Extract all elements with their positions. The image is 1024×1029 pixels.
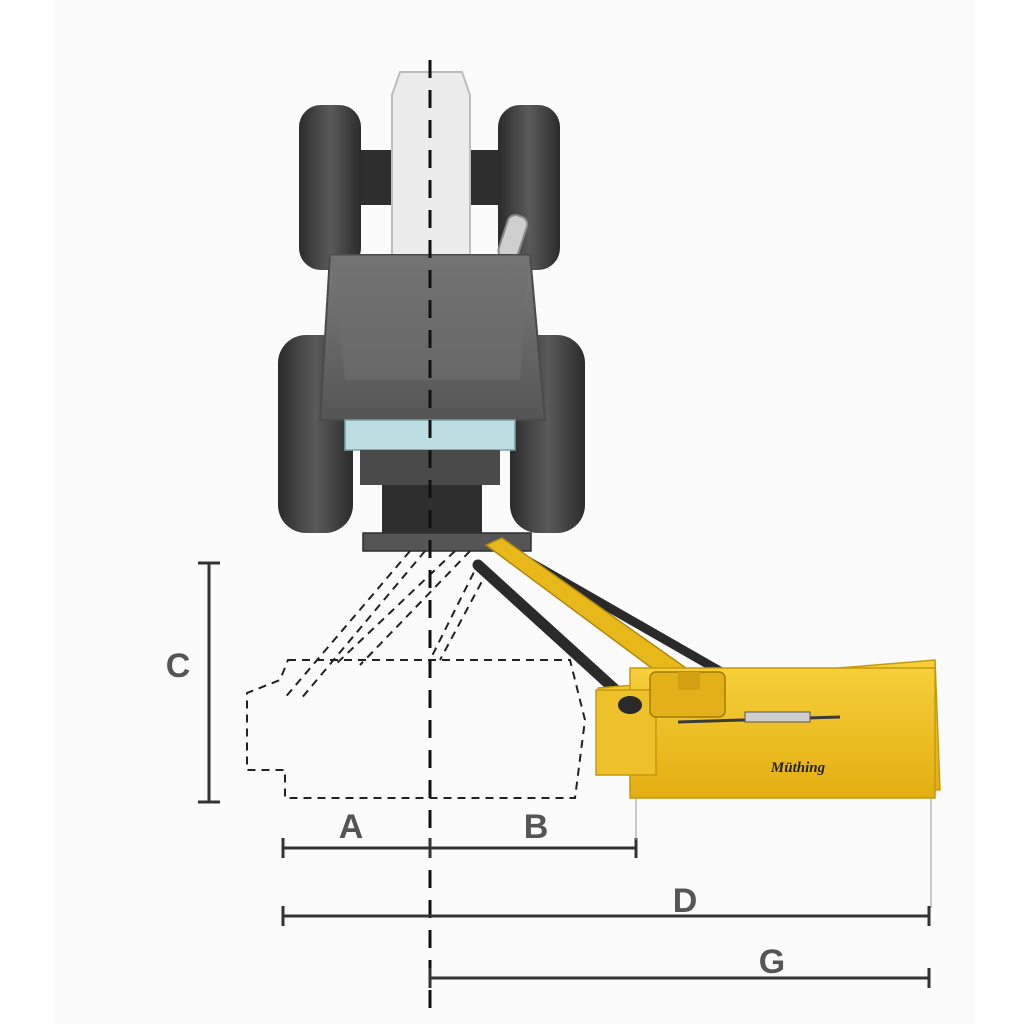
- extension-lines: [635, 798, 932, 908]
- label-c: C: [166, 647, 191, 685]
- label-d: D: [673, 882, 698, 920]
- label-b: B: [524, 808, 549, 846]
- cable-fitting: [744, 711, 811, 723]
- side-mower: Müthing: [472, 537, 941, 799]
- label-a: A: [339, 808, 364, 846]
- mower-end-plate: [595, 689, 657, 776]
- transport-position-outline: [246, 550, 587, 799]
- outline-arm-2: [299, 550, 426, 701]
- tractor: [278, 71, 585, 552]
- front-left-tire: [299, 105, 361, 270]
- cylinder-end-cap: [618, 696, 642, 714]
- outline-arm-1: [282, 550, 411, 701]
- hydraulic-cylinder: [472, 559, 638, 711]
- pivot-top: [678, 672, 700, 690]
- outline-arm-6: [439, 569, 489, 661]
- dimension-lines: [198, 561, 931, 988]
- dimension-labels: C A B D G: [166, 647, 786, 981]
- outline-arm-4: [359, 550, 471, 666]
- label-g: G: [759, 943, 785, 981]
- mower-outline-transport: [246, 659, 587, 799]
- brand-logo-text: Müthing: [770, 760, 826, 776]
- three-point-linkage: [382, 485, 482, 535]
- outline-arm-5: [429, 559, 481, 661]
